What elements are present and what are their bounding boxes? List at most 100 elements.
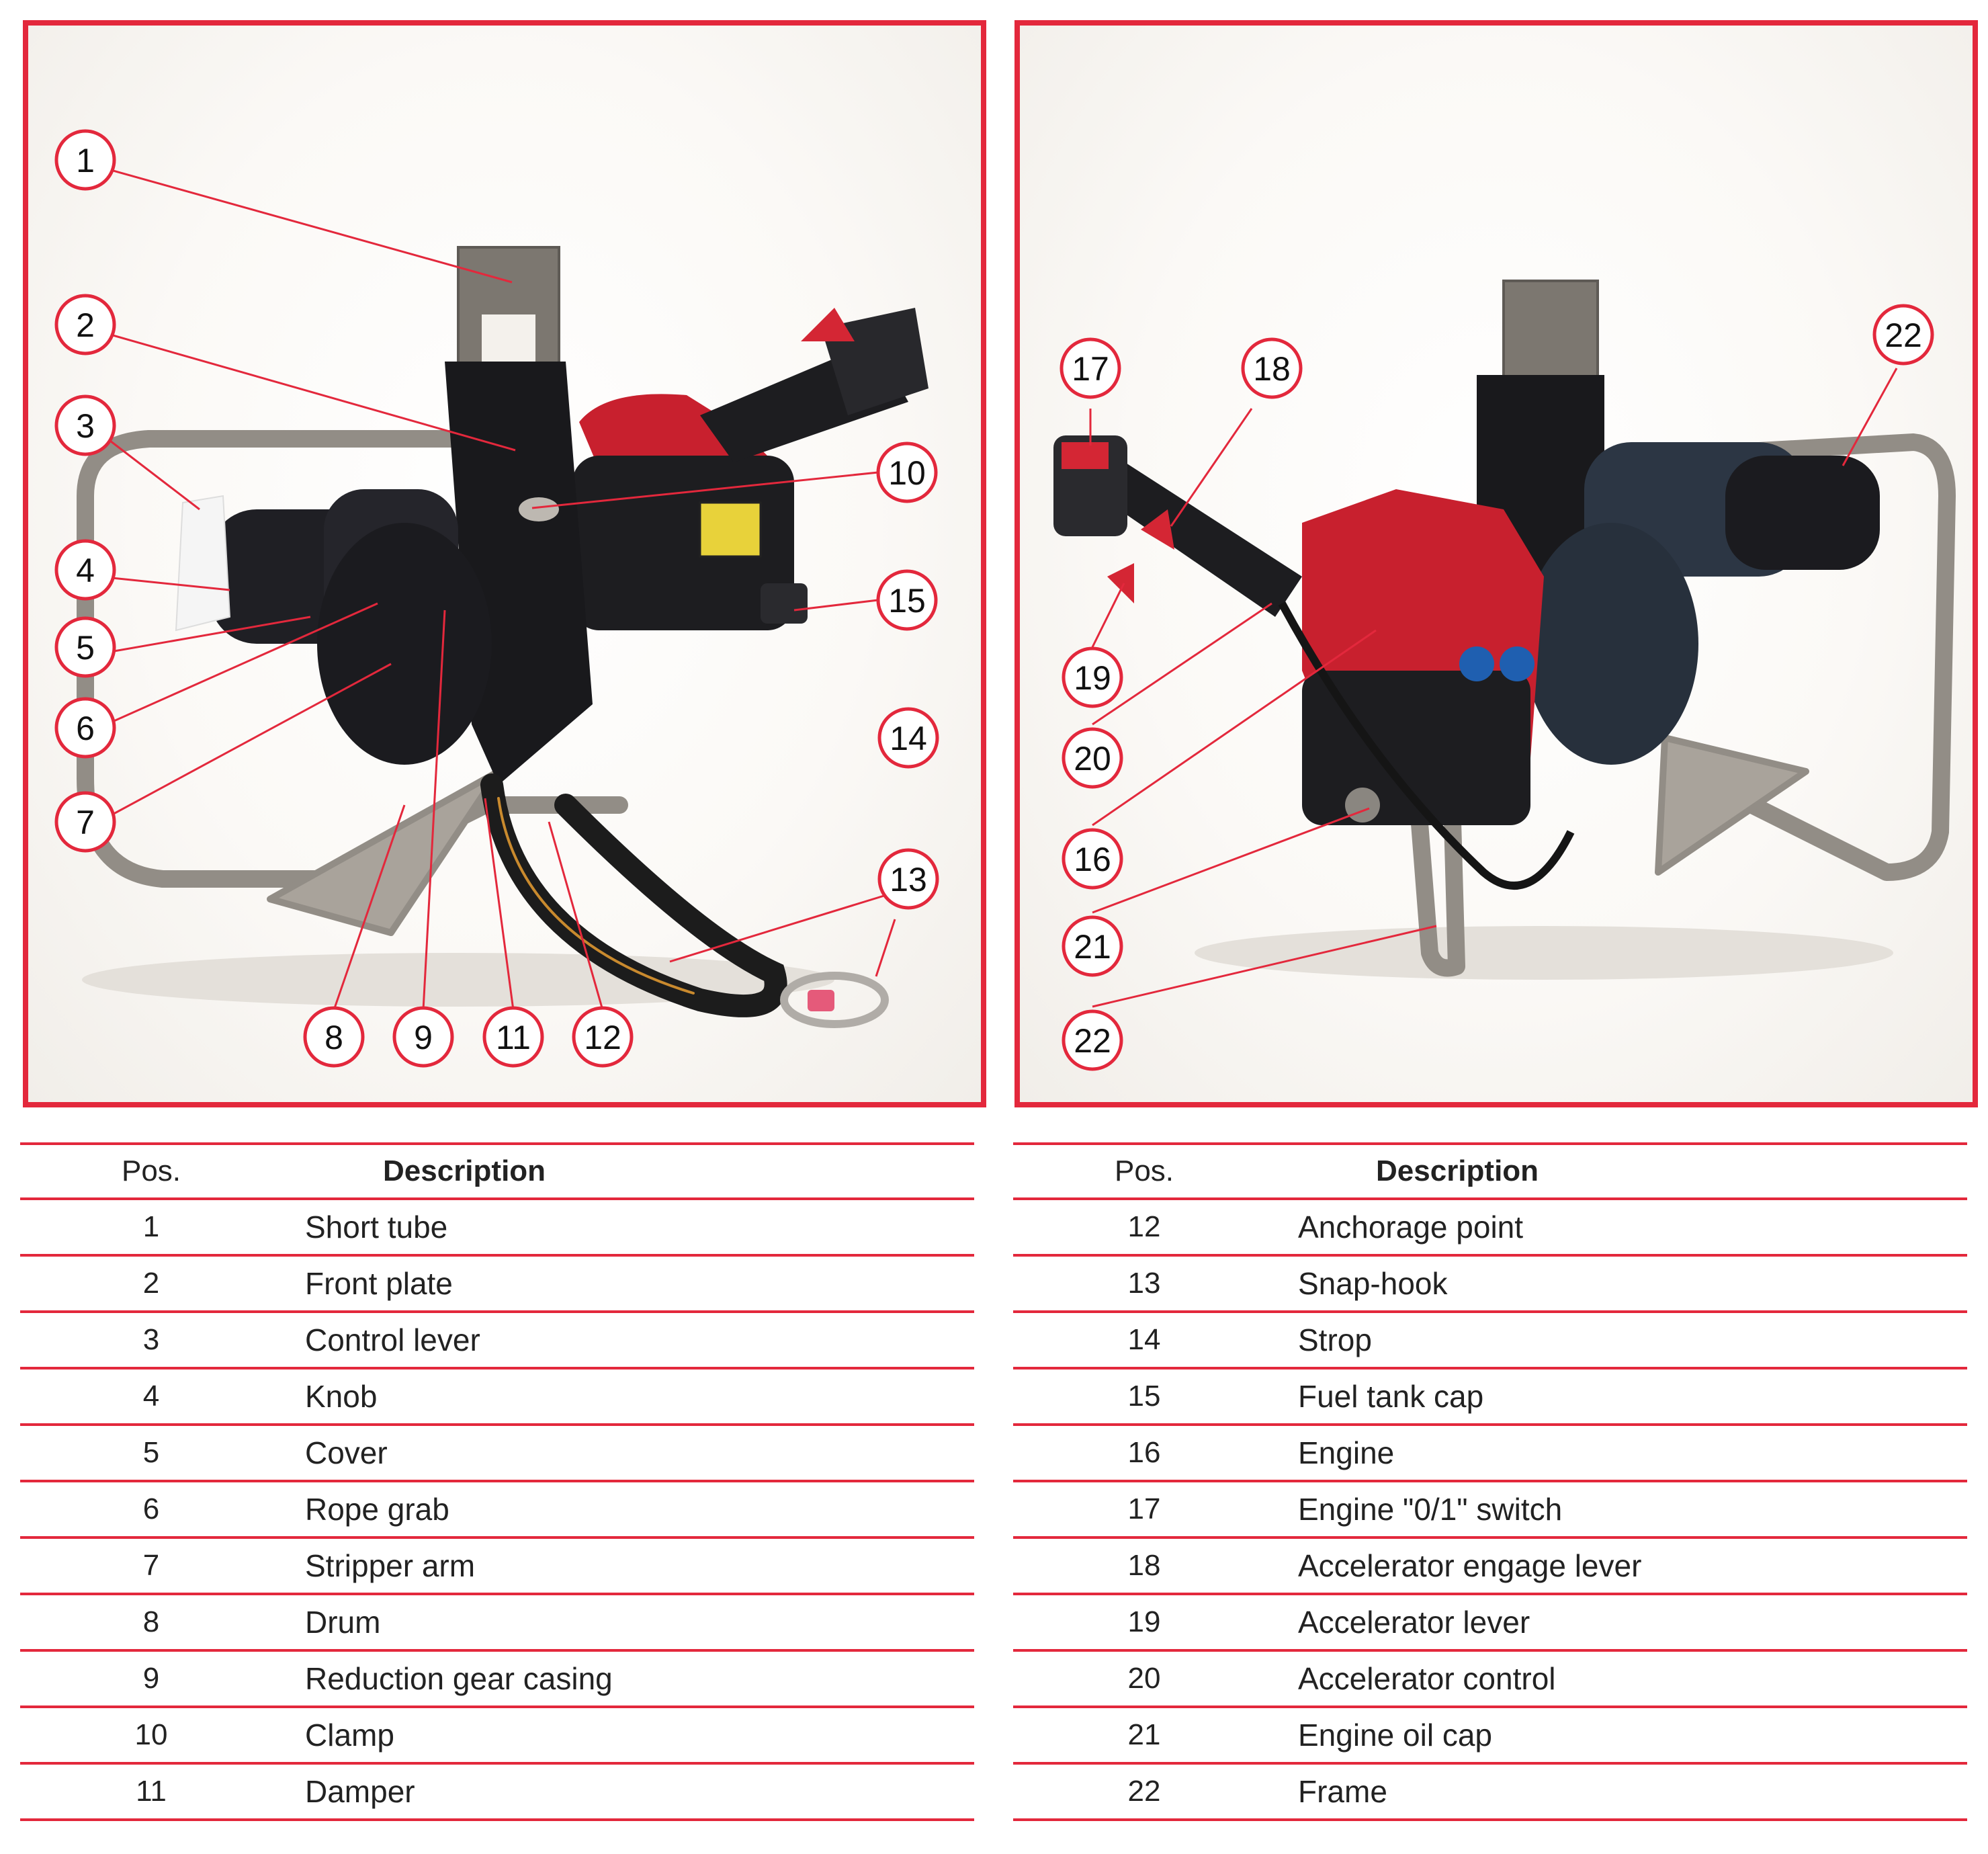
- desc-cell: Stripper arm: [282, 1536, 974, 1594]
- desc-cell: Cover: [282, 1423, 974, 1481]
- desc-cell: Front plate: [282, 1254, 974, 1312]
- handle: [700, 308, 928, 462]
- callout-7: 7: [54, 791, 116, 853]
- callout-16: 16: [1062, 828, 1123, 890]
- callout-12: 12: [572, 1006, 634, 1068]
- right-leader-lines: [1089, 368, 1898, 1008]
- right-machine-illustration: 17 18 19 20 16 21 22 22: [1053, 280, 1956, 1071]
- svg-text:17: 17: [1072, 350, 1109, 388]
- clamp-shape: [519, 497, 559, 521]
- callout-22-top: 22: [1872, 304, 1934, 366]
- svg-text:18: 18: [1253, 350, 1291, 388]
- pos-header: Pos.: [1013, 1142, 1275, 1199]
- rope-grab-assembly: [1524, 442, 1880, 765]
- pos-cell: 13: [1013, 1254, 1275, 1312]
- callout-4: 4: [54, 539, 116, 601]
- desc-cell: Control lever: [282, 1310, 974, 1368]
- svg-text:21: 21: [1074, 928, 1111, 966]
- callout-11: 11: [482, 1006, 544, 1068]
- desc-cell: Accelerator control: [1275, 1649, 1967, 1707]
- svg-text:10: 10: [888, 454, 926, 492]
- desc-cell: Damper: [282, 1762, 974, 1821]
- pos-cell: 19: [1013, 1593, 1275, 1650]
- pos-header: Pos.: [20, 1142, 282, 1199]
- desc-cell: Engine: [1275, 1423, 1967, 1481]
- left-leader-lines: [98, 165, 896, 1011]
- callout-13: 13: [877, 848, 939, 910]
- desc-cell: Reduction gear casing: [282, 1649, 974, 1707]
- pos-cell: 12: [1013, 1197, 1275, 1255]
- callout-2: 2: [54, 294, 116, 355]
- pos-cell: 5: [20, 1423, 282, 1481]
- callout-20: 20: [1062, 727, 1123, 789]
- svg-text:3: 3: [76, 407, 95, 445]
- desc-cell: Frame: [1275, 1762, 1967, 1821]
- pos-cell: 15: [1013, 1367, 1275, 1425]
- ground-shadow: [82, 953, 834, 1007]
- pos-cell: 11: [20, 1762, 282, 1821]
- callout-6: 6: [54, 697, 116, 759]
- svg-text:22: 22: [1074, 1022, 1111, 1060]
- desc-cell: Engine "0/1" switch: [1275, 1480, 1967, 1537]
- callout-1: 1: [54, 129, 116, 191]
- svg-text:5: 5: [76, 629, 95, 667]
- callout-18: 18: [1241, 337, 1303, 399]
- pos-cell: 18: [1013, 1536, 1275, 1594]
- desc-cell: Clamp: [282, 1705, 974, 1763]
- svg-text:15: 15: [888, 582, 926, 620]
- svg-text:6: 6: [76, 710, 95, 747]
- handle: [1053, 435, 1302, 617]
- svg-text:16: 16: [1074, 841, 1111, 878]
- fuel-cap-shape: [761, 583, 808, 624]
- pos-cell: 20: [1013, 1649, 1275, 1707]
- description-header: Description: [1275, 1142, 1967, 1199]
- callout-3: 3: [54, 394, 116, 456]
- pos-cell: 16: [1013, 1423, 1275, 1481]
- left-machine-illustration: 1 2 3 4 5 6 7 8 9 10 11 12 13 14 15: [54, 129, 939, 1068]
- svg-text:9: 9: [414, 1019, 433, 1056]
- table-header-row: Pos. Description: [20, 1142, 974, 1199]
- callout-5: 5: [54, 616, 116, 678]
- callout-22-bottom: 22: [1062, 1009, 1123, 1071]
- svg-text:20: 20: [1074, 740, 1111, 777]
- pos-cell: 14: [1013, 1310, 1275, 1368]
- svg-text:13: 13: [890, 861, 927, 898]
- desc-cell: Knob: [282, 1367, 974, 1425]
- pos-cell: 6: [20, 1480, 282, 1537]
- desc-cell: Accelerator lever: [1275, 1593, 1967, 1650]
- desc-cell: Strop: [1275, 1310, 1967, 1368]
- ground-shadow: [1195, 926, 1893, 980]
- svg-text:22: 22: [1885, 317, 1922, 354]
- pos-cell: 10: [20, 1705, 282, 1763]
- engine-body: [1302, 489, 1544, 825]
- description-header: Description: [282, 1142, 974, 1199]
- cable: [1278, 601, 1575, 890]
- pos-cell: 7: [20, 1536, 282, 1594]
- oil-cap-shape: [1345, 788, 1380, 823]
- pos-cell: 3: [20, 1310, 282, 1368]
- pos-cell: 22: [1013, 1762, 1275, 1821]
- callout-19: 19: [1062, 646, 1123, 708]
- callout-10: 10: [876, 441, 938, 503]
- desc-cell: Drum: [282, 1593, 974, 1650]
- pos-cell: 8: [20, 1593, 282, 1650]
- svg-text:7: 7: [76, 804, 95, 841]
- warning-label: [699, 501, 762, 558]
- pos-cell: 17: [1013, 1480, 1275, 1537]
